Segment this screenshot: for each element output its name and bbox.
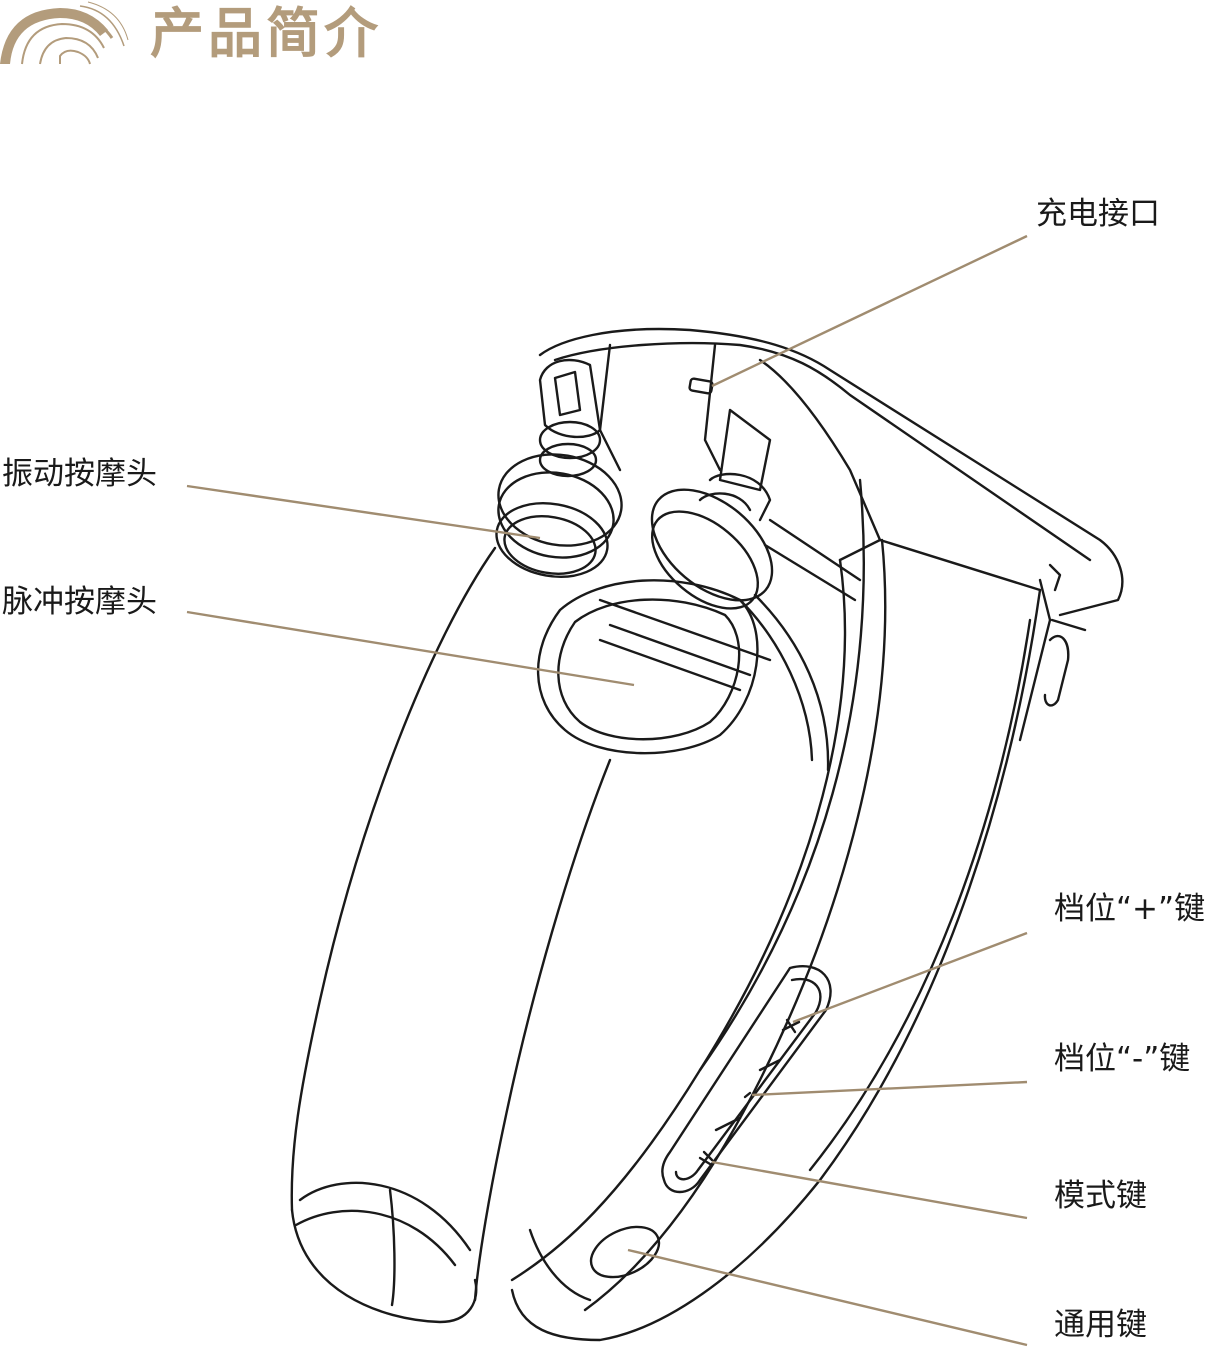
brand-logo-icon — [0, 1, 129, 65]
leader-line-mode-key — [711, 1160, 1028, 1220]
label-mode-key: 模式键 — [1054, 1178, 1147, 1214]
top-housing — [538, 327, 1124, 742]
label-general-key: 通用键 — [1054, 1307, 1147, 1343]
leader-line-general-key — [627, 1248, 1028, 1347]
right-arm — [510, 478, 1042, 1342]
control-button-strip — [661, 965, 832, 1194]
vibration-massage-head — [495, 453, 623, 578]
label-pulse-head: 脉冲按摩头 — [2, 584, 157, 620]
label-charging-port: 充电接口 — [1036, 196, 1160, 232]
leader-line-level-plus — [792, 931, 1028, 1024]
label-level-plus: 档位“+”键 — [1054, 891, 1205, 927]
left-joint — [538, 358, 602, 478]
leader-line-charging-port — [711, 234, 1028, 388]
pulse-massage-pad — [536, 579, 830, 772]
left-arm — [290, 546, 612, 1324]
leader-line-level-minus — [751, 1080, 1028, 1097]
label-level-minus: 档位“-”键 — [1054, 1041, 1191, 1077]
label-vibration-head: 振动按摩头 — [2, 456, 157, 492]
leader-line-vibration-head — [186, 484, 541, 540]
right-massage-head — [650, 408, 862, 610]
leader-line-pulse-head — [186, 610, 635, 687]
page-title: 产品简介 — [150, 2, 382, 65]
side-buttons — [1043, 618, 1087, 707]
